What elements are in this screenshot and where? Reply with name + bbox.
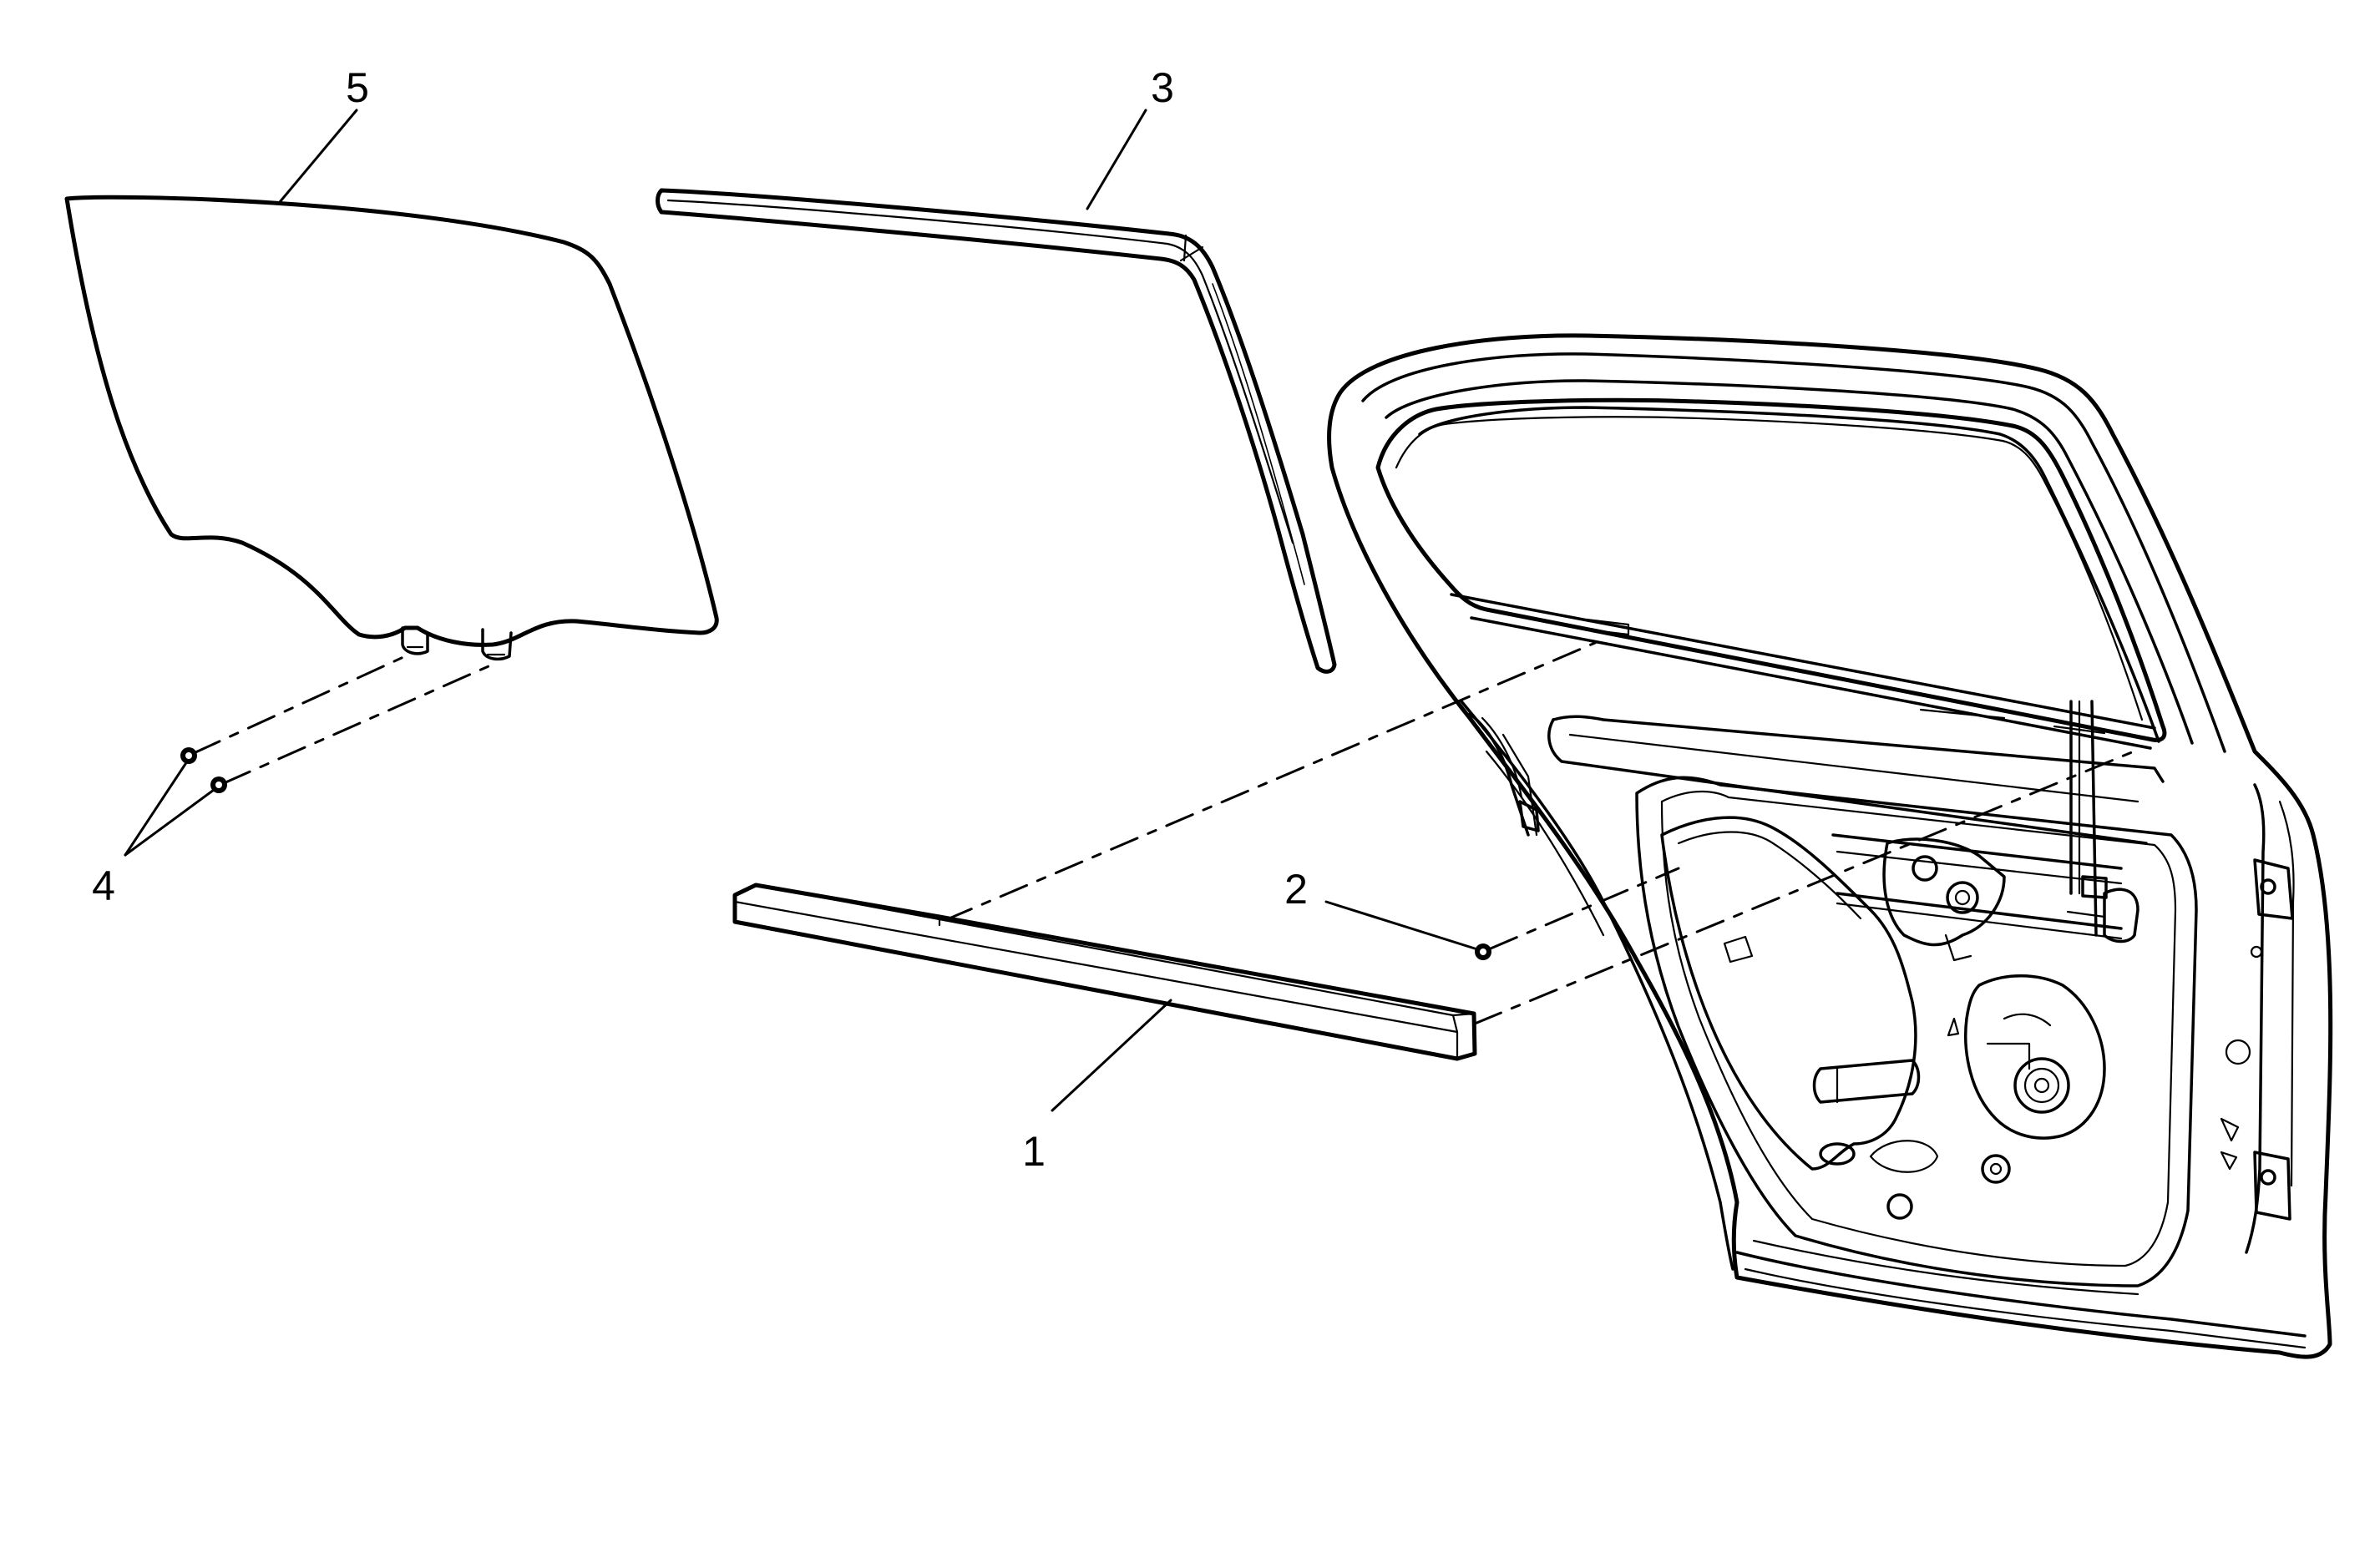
callout-3: 3 (1151, 64, 1174, 111)
callout-2: 2 (1284, 866, 1308, 913)
glass-bolts-part (180, 651, 498, 793)
window-glass-part (64, 195, 719, 661)
callout-5: 5 (346, 64, 369, 111)
belt-weatherstrip-part (732, 641, 2139, 1061)
channel-bolt-part (1475, 867, 1680, 960)
door-frame-assembly (1327, 333, 2333, 1359)
callout-4: 4 (92, 862, 115, 909)
window-channel-part (656, 188, 1337, 674)
callout-labels: 5 3 2 1 4 (92, 64, 1308, 1175)
callout-leaders (124, 109, 1476, 1112)
callout-1: 1 (1022, 1128, 1046, 1175)
